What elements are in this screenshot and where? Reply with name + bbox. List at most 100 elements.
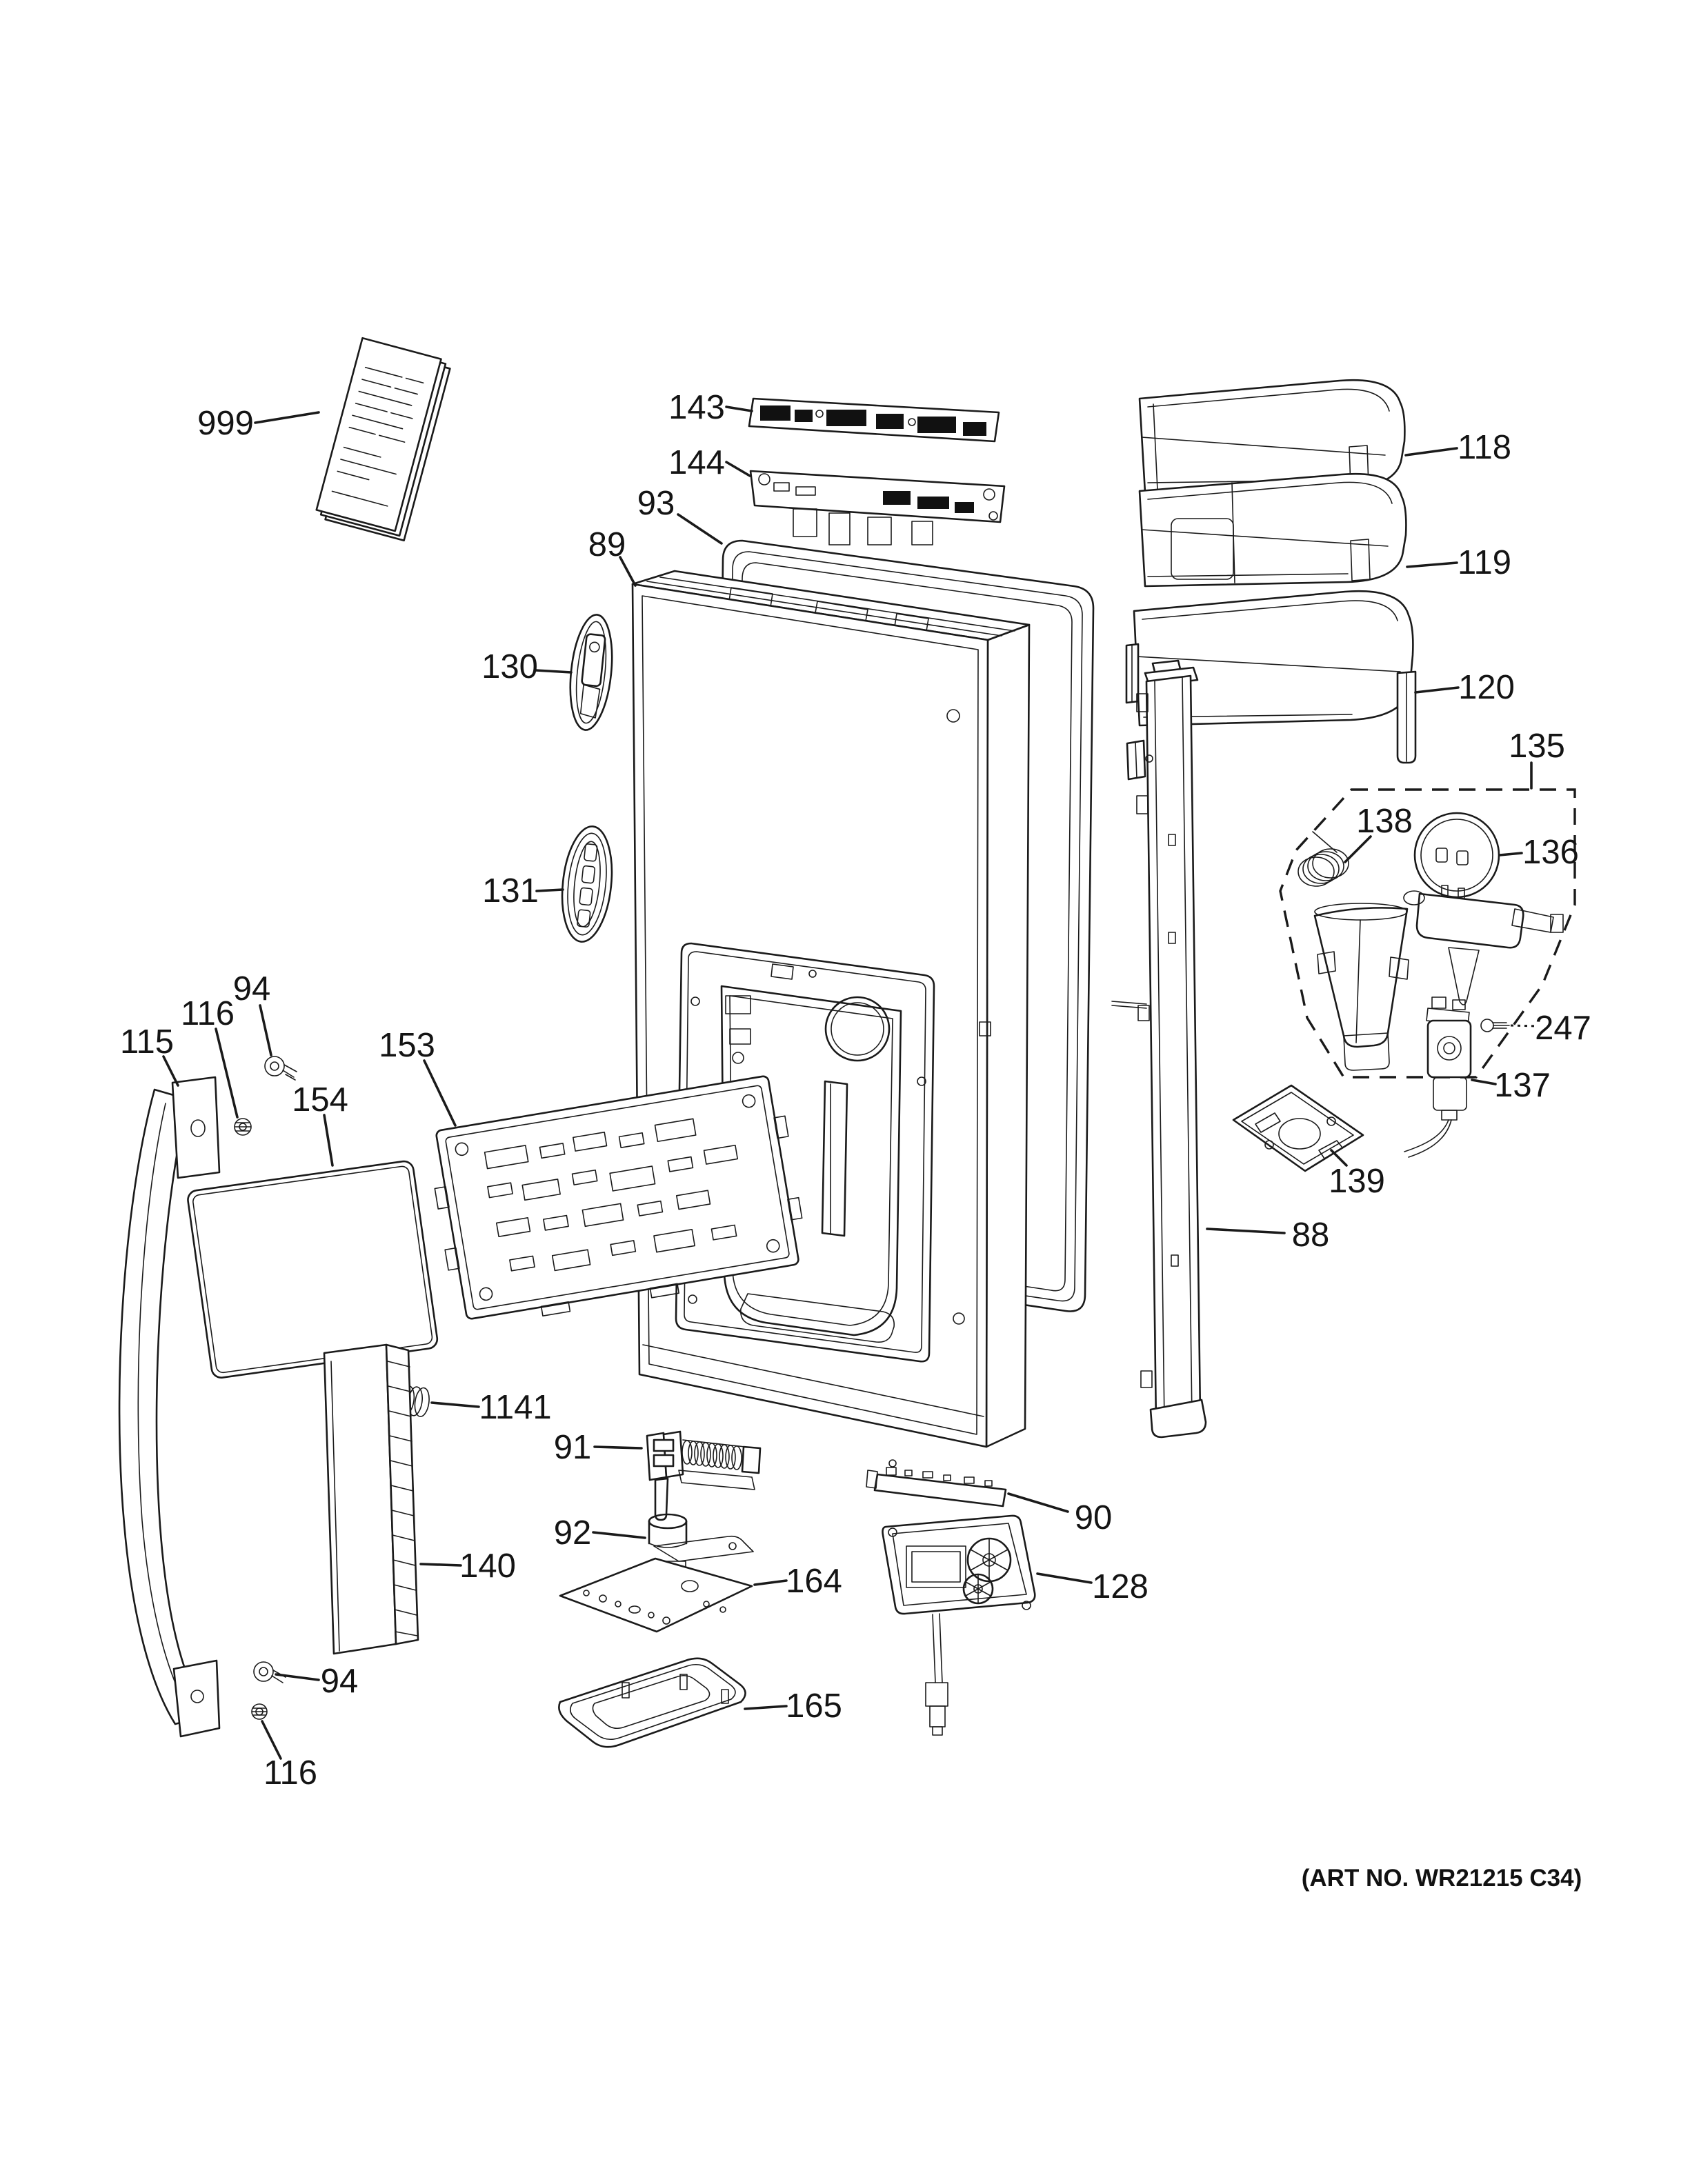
callout-leaders [162,405,1538,1760]
callout-143: 143 [668,389,725,426]
part-154-display-panel [187,1160,439,1379]
leader-89 [619,556,637,587]
callout-138: 138 [1356,803,1413,840]
part-131-dispenser-plug [561,825,613,943]
door-dispenser-recess [675,942,935,1363]
part-144-display-board [749,470,1006,545]
leader-116-bottom [261,1720,282,1760]
part-90-led-board [866,1459,1007,1507]
rail-side-tabs [1136,693,1179,1388]
callout-119: 119 [1458,544,1511,581]
leader-1141 [430,1401,480,1408]
part-999-owners-manual [315,337,451,542]
part-135-funnel-holder [1313,903,1409,1071]
callout-91: 91 [554,1429,592,1466]
callout-139: 139 [1329,1163,1385,1200]
part-137-water-valve [1404,996,1472,1158]
art-number: (ART NO. WR21215 C34) [1302,1865,1582,1892]
leader-139 [1330,1149,1348,1167]
part-115-door-handle [118,1076,221,1738]
manual-text-lines [331,366,424,507]
callout-136: 136 [1522,834,1579,871]
callout-144: 144 [668,444,725,481]
part-130-handle-mount [569,614,613,731]
callout-153: 153 [379,1027,435,1064]
leader-94-top [259,1004,272,1056]
leader-247 [1510,1024,1538,1028]
part-164-dispenser-overlay [559,1557,753,1633]
part-135-dispenser-group-outline [1279,788,1576,1079]
part-119-door-bin-middle [1138,472,1407,588]
part-93-door-gasket [713,539,1095,1312]
part-94-screw-lower [253,1661,286,1683]
leader-165 [744,1705,788,1710]
callout-130: 130 [481,648,538,685]
part-116-nut-lower [251,1703,268,1720]
hinge-spring-coil [682,1440,742,1470]
part-139-dispenser-plate [1232,1084,1364,1172]
leader-164 [753,1579,788,1586]
part-247-screw [1480,1019,1510,1032]
callout-140: 140 [459,1547,516,1585]
leader-118 [1404,447,1458,457]
leader-94-bottom [275,1673,320,1681]
leader-116-top [215,1028,239,1119]
callout-247: 247 [1535,1010,1591,1047]
part-143-decal [748,397,1000,443]
leader-115 [162,1055,179,1087]
trim-ribbing [330,1361,418,1652]
callout-labels: 999 143 144 93 89 130 131 118 119 120 13… [120,389,1591,1792]
part-136-dispenser-module [1403,812,1564,1005]
leader-128 [1036,1572,1093,1584]
part-128-gear-motor [882,1514,1036,1736]
part-88-flipper-rail [1111,659,1207,1439]
led-board-components [866,1459,993,1489]
leader-131 [535,888,564,892]
overlay-holes [583,1580,726,1625]
leader-93 [677,513,723,545]
callout-1141: 1141 [479,1389,551,1426]
callout-154: 154 [292,1081,348,1119]
part-116-nut-upper [234,1118,252,1136]
leader-143 [725,405,753,412]
board-144-details [758,473,998,545]
callout-89: 89 [588,526,626,563]
leader-91 [593,1445,643,1450]
callout-135: 135 [1509,728,1565,765]
part-91-hinge-assembly [646,1430,762,1521]
callout-116-top: 116 [181,995,235,1032]
leader-154 [323,1114,334,1167]
leader-92 [592,1531,646,1539]
leader-88 [1206,1228,1286,1234]
leader-120 [1414,686,1460,694]
part-140-trim-panel [323,1343,419,1655]
callout-164: 164 [786,1563,842,1600]
callout-115: 115 [120,1023,174,1061]
part-153-main-board [434,1075,803,1320]
leader-140 [419,1563,462,1567]
leader-144 [725,461,751,477]
part-165-drip-tray [558,1657,746,1748]
callout-118: 118 [1458,429,1511,466]
callout-90: 90 [1075,1499,1113,1536]
callout-94-bottom: 94 [321,1663,359,1700]
leader-130 [535,669,573,674]
leader-138 [1344,835,1372,863]
leader-119 [1406,561,1458,568]
callout-93: 93 [637,485,675,522]
decal-print-blocks [760,405,986,436]
part-94-screw-upper [264,1056,297,1081]
callout-999: 999 [197,405,254,442]
board-153-components [434,1094,803,1316]
callout-88: 88 [1292,1216,1330,1254]
callout-128: 128 [1092,1568,1149,1605]
callout-165: 165 [786,1687,842,1725]
leader-137 [1471,1079,1497,1085]
callout-116-bottom: 116 [264,1754,317,1792]
leader-153 [423,1059,457,1127]
part-138-dispenser-spring [1298,831,1349,887]
leader-90 [1007,1492,1069,1513]
callout-120: 120 [1458,669,1515,706]
callout-94-top: 94 [233,970,271,1008]
